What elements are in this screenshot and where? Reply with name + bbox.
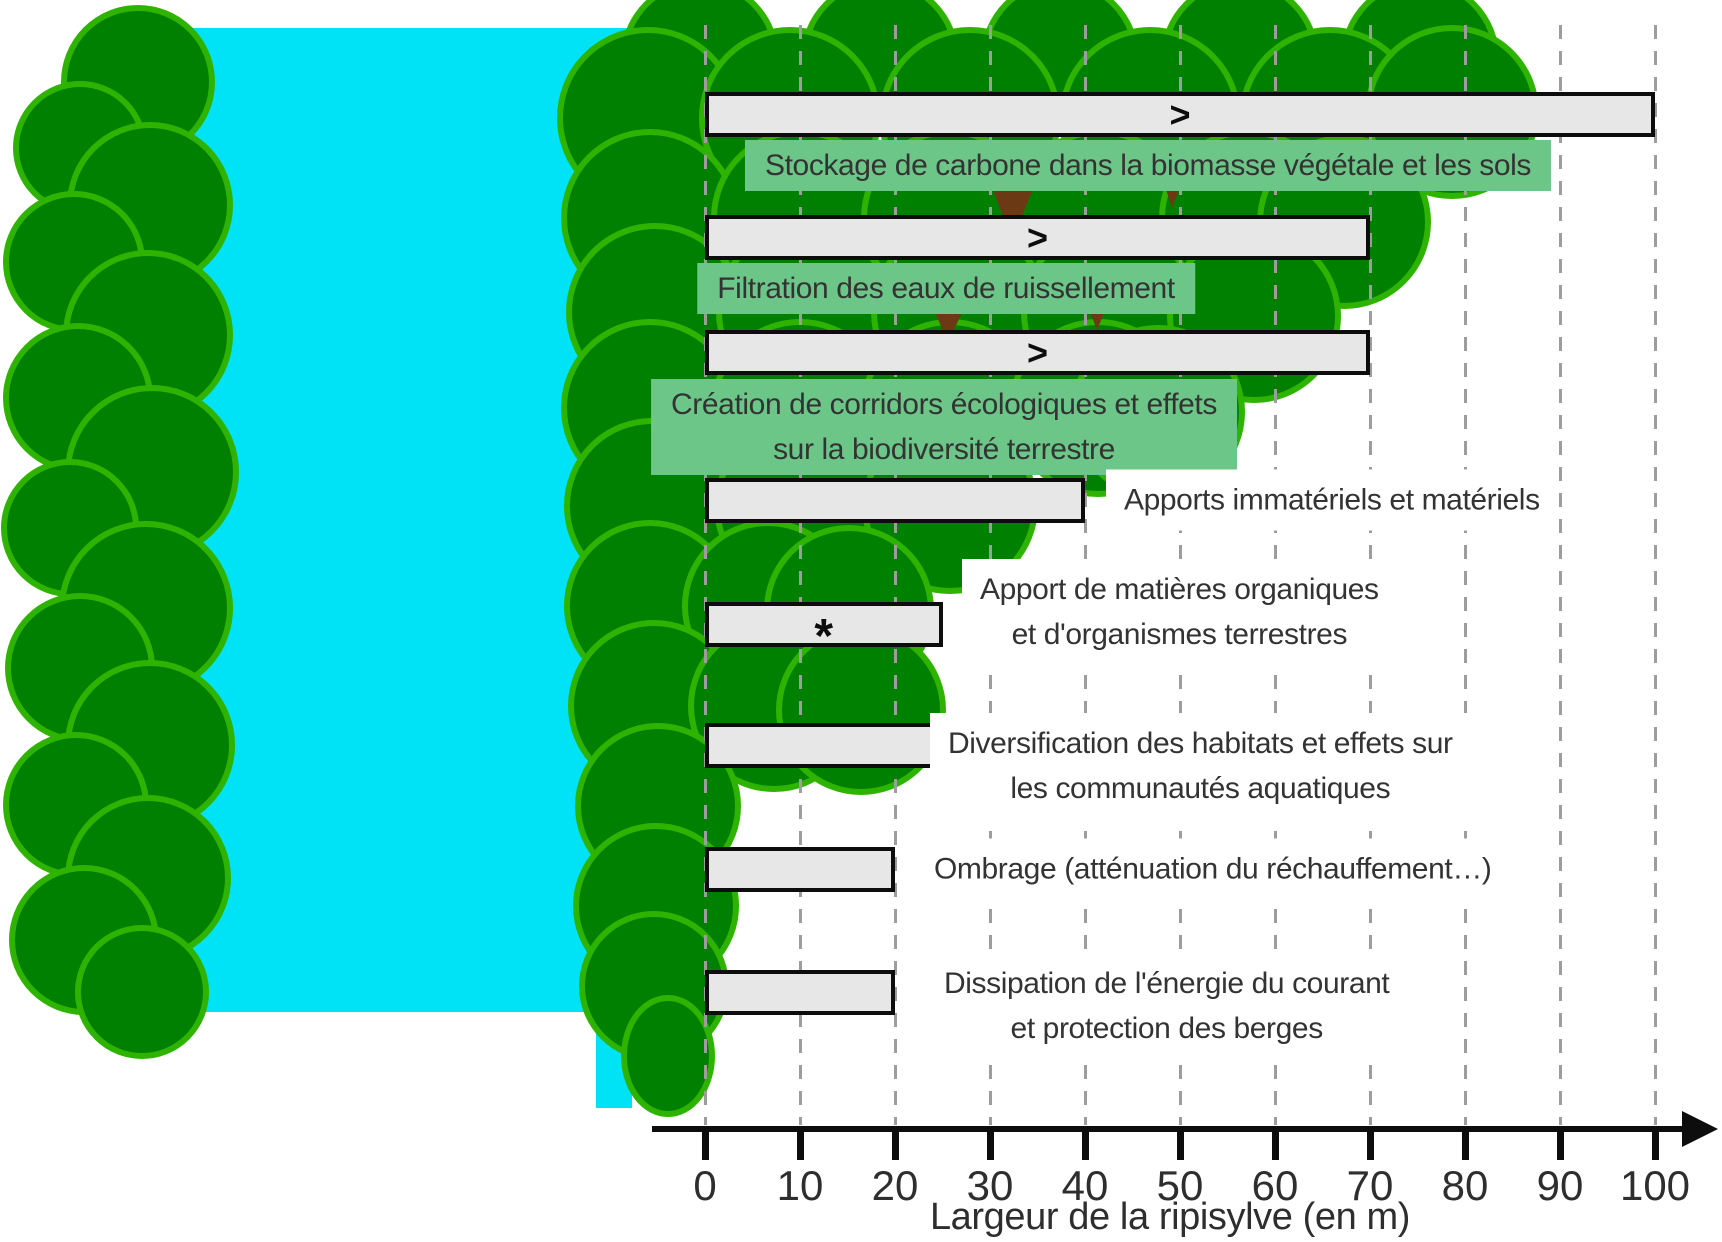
tree-canopy	[621, 995, 715, 1117]
bar-label-line: Stockage de carbone dans la biomasse vég…	[764, 149, 1532, 182]
bar-3: >	[705, 330, 1370, 375]
bar-5: *	[705, 602, 943, 660]
bar-label-1: Stockage de carbone dans la biomasse vég…	[744, 140, 1552, 191]
bar-8	[705, 970, 895, 1015]
bar-7	[705, 847, 895, 892]
x-axis-title: Largeur de la ripisylve (en m)	[929, 1196, 1411, 1238]
axis-tick-label: 40	[1061, 1162, 1109, 1209]
axis-tick	[1366, 1127, 1374, 1160]
axis-tick	[1461, 1127, 1469, 1160]
axis-tick	[986, 1127, 994, 1160]
axis-tick	[1271, 1127, 1279, 1160]
bar-label-2: Filtration des eaux de ruissellement	[697, 263, 1195, 314]
x-axis-arrow-icon	[1682, 1111, 1718, 1147]
axis-tick-label: 90	[1536, 1162, 1584, 1209]
axis-tick	[1651, 1127, 1659, 1160]
axis-tick-label: 30	[966, 1162, 1014, 1209]
bar-label-line: Filtration des eaux de ruissellement	[717, 272, 1175, 305]
axis-tick	[891, 1127, 899, 1160]
gridline	[798, 25, 802, 1125]
gridline	[703, 25, 707, 1125]
axis-tick	[1081, 1127, 1089, 1160]
gridline	[1558, 25, 1562, 1125]
bar-marker: >	[1026, 331, 1049, 373]
bar-marker: >	[1169, 93, 1191, 135]
axis-tick	[796, 1127, 804, 1160]
bar-label-8: Dissipation de l'énergie du courant et pr…	[926, 953, 1408, 1059]
axis-tick-label: 10	[776, 1162, 824, 1209]
bar-4	[705, 478, 1085, 523]
tree-canopy	[75, 925, 209, 1059]
bar-label-4: Apports immatériels et matériels	[1106, 469, 1558, 531]
axis-tick-label: 50	[1156, 1162, 1204, 1209]
axis-tick	[1556, 1127, 1564, 1160]
bar-label-line: sur la biodiversité terrestre	[773, 433, 1115, 466]
axis-tick-label: 0	[693, 1162, 717, 1209]
axis-tick-label: 70	[1346, 1162, 1394, 1209]
bar-label-line: Apport de matières organiques	[980, 573, 1379, 606]
gridline	[1653, 25, 1657, 1125]
x-axis-line	[652, 1126, 1688, 1132]
tree-trunk	[990, 182, 1036, 240]
axis-tick	[701, 1127, 709, 1160]
bar-label-line: Diversification des habitats et effets s…	[948, 727, 1453, 760]
gridline	[1463, 25, 1467, 1125]
bar-label-6: Diversification des habitats et effets s…	[930, 713, 1471, 819]
bar-label-line: et d'organismes terrestres	[1011, 618, 1348, 651]
axis-tick-label: 100	[1619, 1162, 1691, 1209]
bar-marker: >	[1026, 216, 1049, 258]
axis-tick-label: 80	[1441, 1162, 1489, 1209]
bar-label-line: Apports immatériels et matériels	[1124, 483, 1540, 517]
axis-tick-label: 20	[871, 1162, 919, 1209]
bar-label-3: Création de corridors écologiques et eff…	[651, 379, 1237, 475]
bar-2: >	[705, 215, 1370, 260]
bar-label-7: Ombrage (atténuation du réchauffement…)	[916, 838, 1510, 900]
gridline	[893, 25, 897, 1125]
bar-1: >	[705, 92, 1655, 137]
bar-marker: *	[814, 609, 834, 663]
bar-label-line: Création de corridors écologiques et eff…	[671, 388, 1217, 421]
bar-6	[705, 723, 943, 768]
bar-label-line: les communautés aquatiques	[1010, 772, 1391, 805]
bar-label-line: et protection des berges	[1010, 1012, 1324, 1045]
axis-tick-label: 60	[1251, 1162, 1299, 1209]
bar-label-line: Ombrage (atténuation du réchauffement…)	[934, 852, 1492, 886]
axis-tick	[1176, 1127, 1184, 1160]
bar-label-line: Dissipation de l'énergie du courant	[944, 967, 1390, 1000]
bar-label-5: Apport de matières organiques et d'organi…	[962, 559, 1397, 665]
